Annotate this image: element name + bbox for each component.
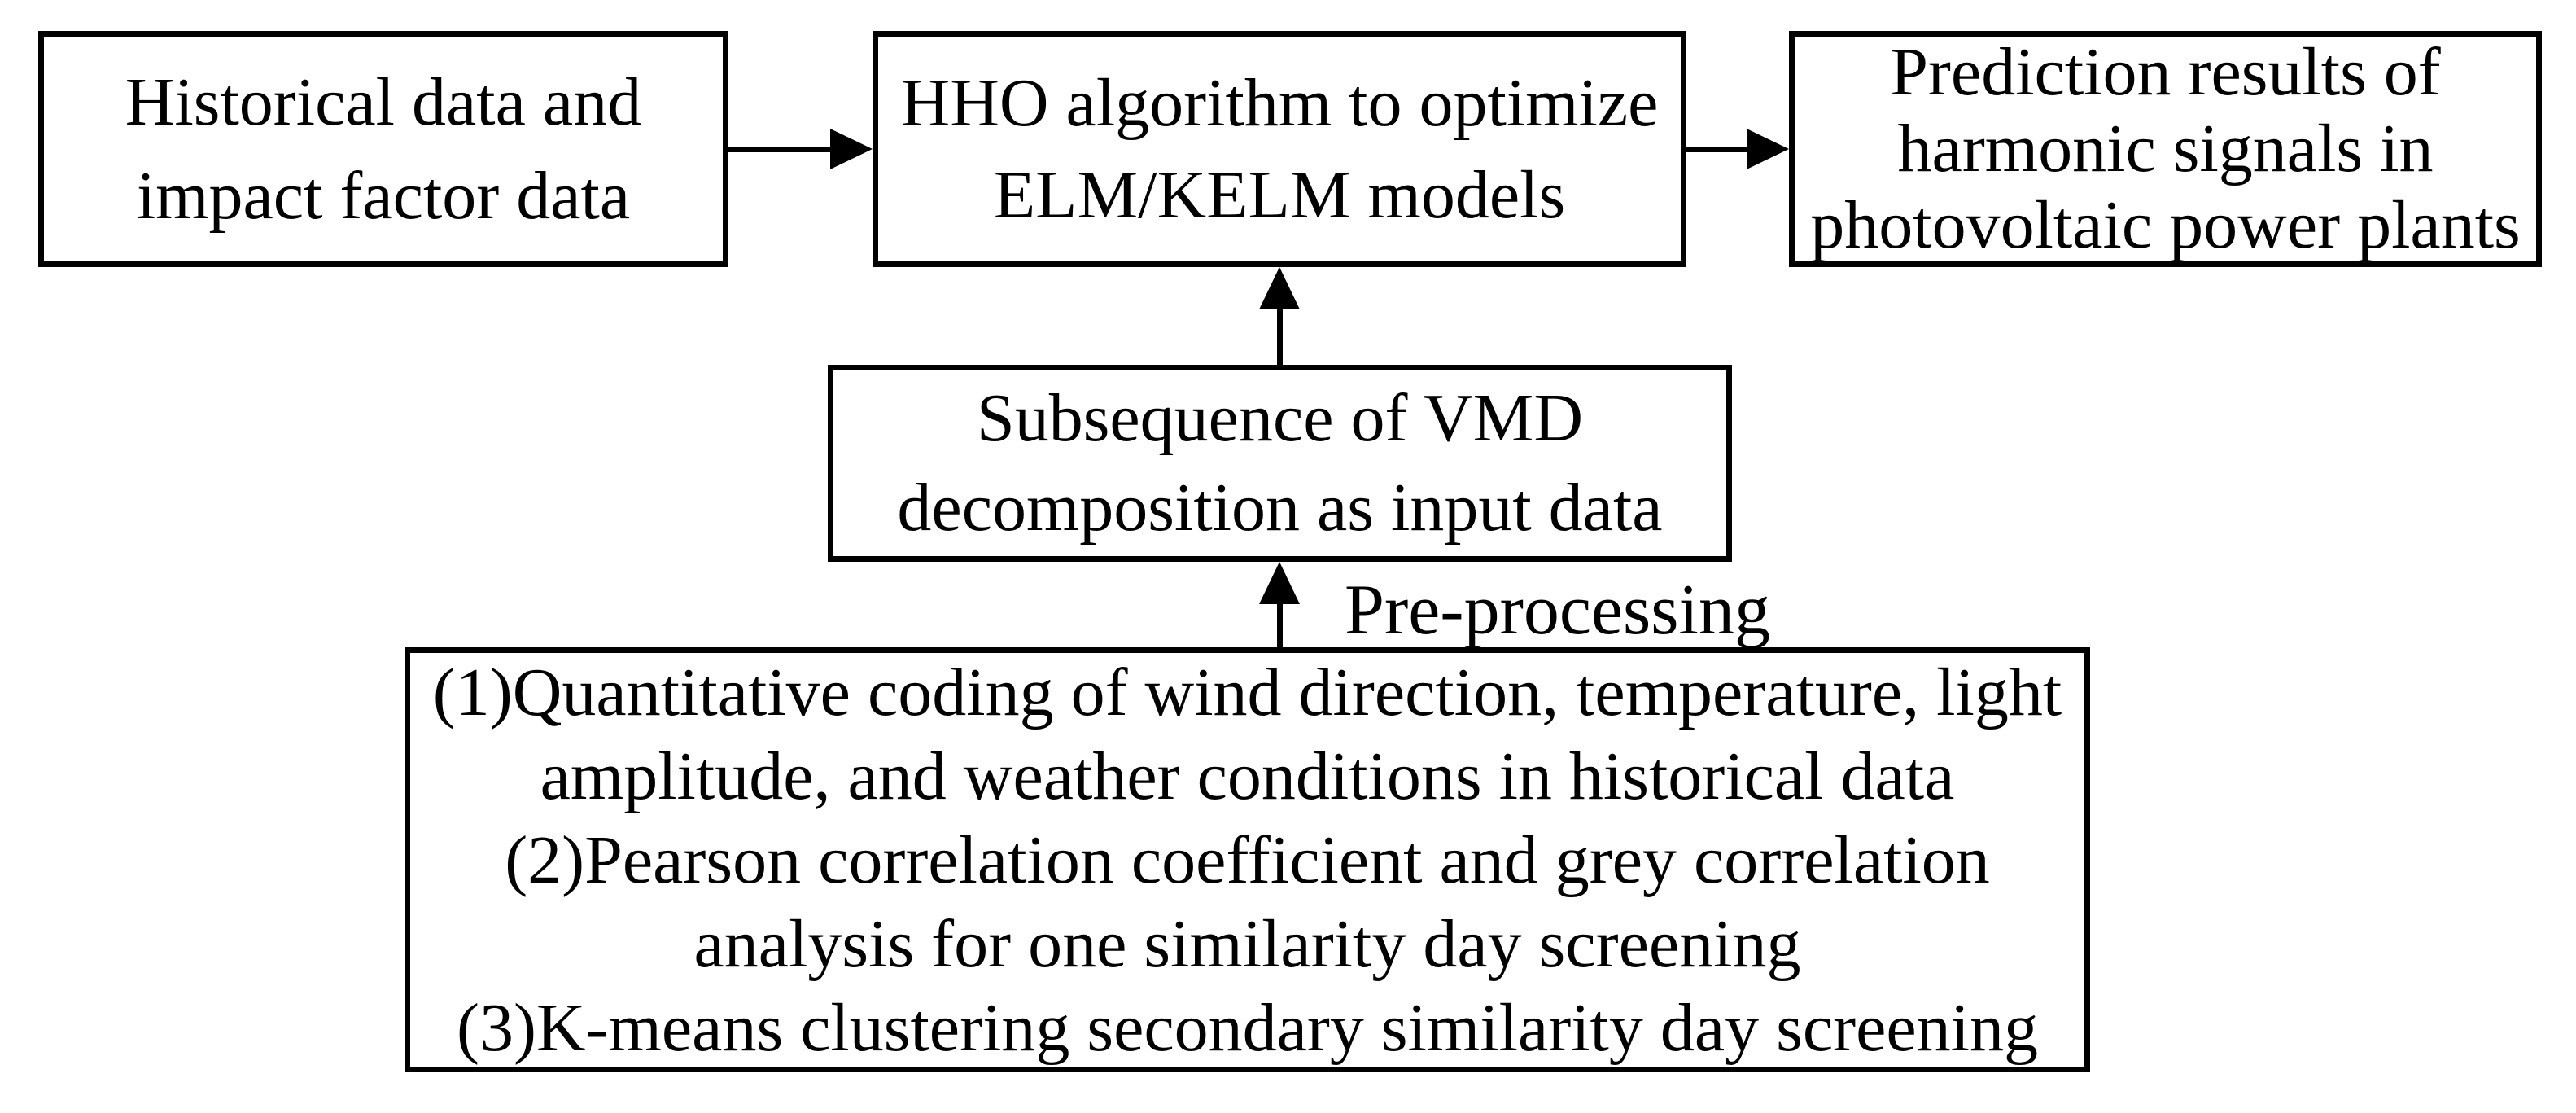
preprocessing-step-1-line-2: amplitude, and weather conditions in his… (540, 738, 1955, 814)
arrow-line (1686, 147, 1752, 152)
preprocessing-step-3-line-1: (3)K-means clustering secondary similari… (456, 989, 2039, 1066)
vmd-subsequence-box-line-2: decomposition as input data (897, 470, 1663, 546)
historical-data-box-line-1: Historical data and (125, 64, 642, 140)
arrowhead-right-icon (1747, 129, 1789, 169)
hho-optimize-box-line-1: HHO algorithm to optimize (900, 65, 1659, 141)
arrowhead-up-icon (1259, 562, 1300, 604)
arrowhead-up-icon (1259, 267, 1300, 309)
prediction-results-box: Prediction results of harmonic signals i… (1789, 31, 2542, 267)
arrow-line (1277, 601, 1283, 647)
preprocessing-step-2-line-2: analysis for one similarity day screenin… (693, 905, 1801, 982)
arrow-line (1277, 306, 1283, 366)
hho-optimize-box-line-2: ELM/KELM models (993, 157, 1566, 233)
historical-data-box: Historical data and impact factor data (38, 31, 728, 267)
historical-data-box-line-2: impact factor data (136, 158, 631, 234)
hho-optimize-box: HHO algorithm to optimize ELM/KELM model… (873, 31, 1686, 267)
preprocessing-step-2-line-1: (2)Pearson correlation coefficient and g… (505, 822, 1990, 898)
arrowhead-right-icon (830, 129, 873, 169)
vmd-subsequence-box-line-1: Subsequence of VMD (976, 380, 1583, 456)
preprocessing-label: Pre-processing (1345, 571, 1770, 650)
prediction-results-box-line-2: harmonic signals in (1897, 111, 2434, 186)
prediction-results-box-line-1: Prediction results of (1890, 34, 2441, 110)
prediction-results-box-line-3: photovoltaic power plants (1810, 187, 2521, 263)
preprocessing-steps-box: (1)Quantitative coding of wind direction… (405, 647, 2090, 1072)
vmd-subsequence-box: Subsequence of VMD decomposition as inpu… (828, 365, 1732, 562)
arrow-line (728, 147, 837, 152)
preprocessing-step-1-line-1: (1)Quantitative coding of wind direction… (432, 654, 2062, 730)
